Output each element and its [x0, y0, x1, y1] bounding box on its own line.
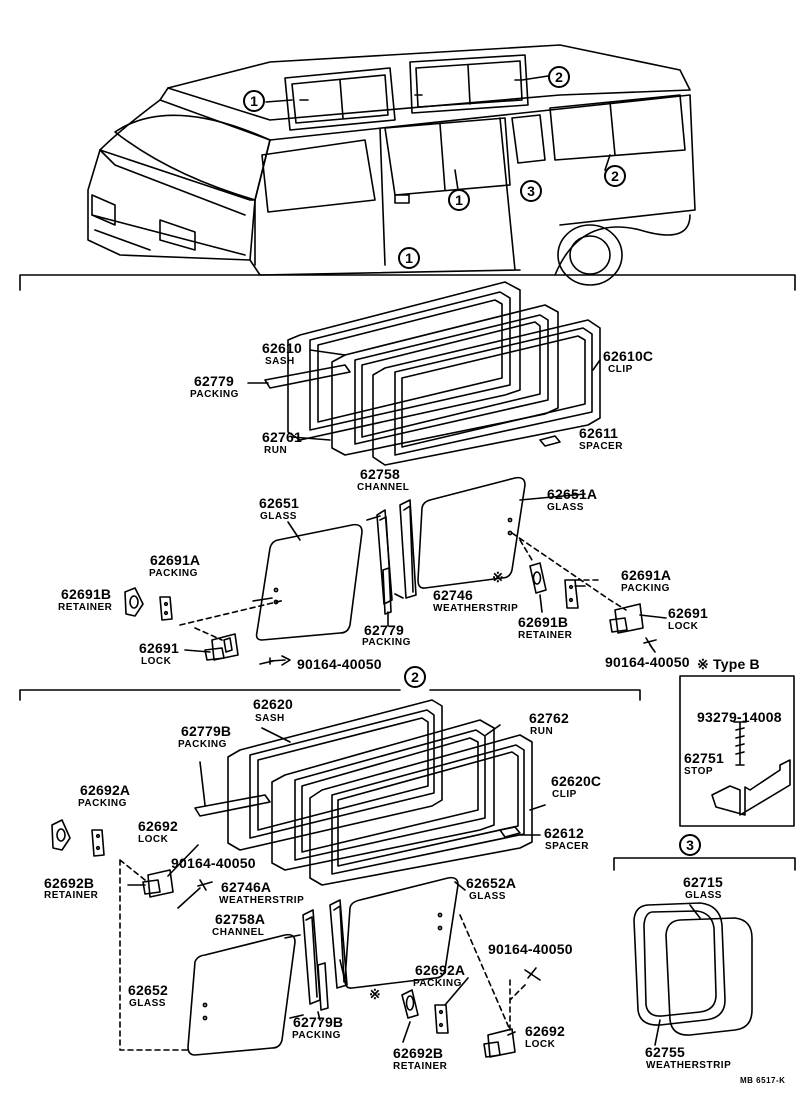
van-illustration	[87, 44, 696, 286]
part-name: SASH	[265, 356, 295, 367]
part-name: LOCK	[525, 1039, 556, 1050]
part-number: 62779B	[293, 1014, 344, 1030]
part-name: GLASS	[129, 998, 166, 1009]
part-number: 62691	[668, 605, 708, 621]
type-b-label: ※ Type B	[697, 656, 760, 672]
part-name: RUN	[264, 445, 288, 456]
callout-1: 1	[448, 189, 470, 211]
callout-3: 3	[520, 180, 542, 202]
section-frame-3	[613, 857, 796, 871]
part-name: CHANNEL	[212, 927, 265, 938]
part-number: 62691	[139, 640, 179, 656]
part-number: 62652	[128, 982, 168, 998]
part-number: 62611	[579, 425, 619, 441]
part-name: RETAINER	[518, 630, 573, 641]
part-number: 90164-40050	[297, 656, 382, 672]
part-number: 62620C	[551, 773, 602, 789]
part-name: LOCK	[668, 621, 699, 632]
part-number: 62746	[433, 587, 473, 603]
part-name: PACKING	[178, 739, 227, 750]
part-number: 62691A	[150, 552, 201, 568]
part-number: 62691B	[61, 586, 112, 602]
part-name: WEATHERSTRIP	[646, 1060, 732, 1071]
part-number: 62692	[138, 818, 178, 834]
part-name: WEATHERSTRIP	[219, 895, 305, 906]
part-number: 62651	[259, 495, 299, 511]
part-number: 62779	[194, 373, 234, 389]
type-b-box	[679, 675, 795, 827]
part-number: 62692	[525, 1023, 565, 1039]
part-name: PACKING	[149, 568, 198, 579]
section-1-glass-parts	[124, 476, 667, 666]
drawing-code: MB 6517-K	[740, 1076, 786, 1085]
part-number: 62761	[262, 429, 302, 445]
part-name: CLIP	[552, 789, 577, 800]
part-number: 62692B	[393, 1045, 444, 1061]
part-name: PACKING	[413, 978, 462, 989]
section-frame-2	[19, 689, 641, 701]
part-number: 93279-14008	[697, 709, 782, 725]
part-name: PACKING	[190, 389, 239, 400]
part-name: PACKING	[362, 637, 411, 648]
part-name: LOCK	[138, 834, 169, 845]
part-number: 62691A	[621, 567, 672, 583]
part-name: RETAINER	[58, 602, 113, 613]
part-name: PACKING	[621, 583, 670, 594]
part-number: 62651A	[547, 486, 598, 502]
part-number: 62758	[360, 466, 400, 482]
part-number: 62692A	[80, 782, 131, 798]
callout-2: 2	[548, 66, 570, 88]
part-name: LOCK	[141, 656, 172, 667]
section-2-sash-frames	[194, 699, 546, 886]
part-name: SASH	[255, 713, 285, 724]
part-number: 62779B	[181, 723, 232, 739]
part-number: 62746A	[221, 879, 272, 895]
part-number: 62610C	[603, 348, 654, 364]
section-1-sash-frames	[247, 281, 601, 466]
part-name: GLASS	[547, 502, 584, 513]
asterisk-mark: ※	[369, 986, 381, 1002]
part-name: CHANNEL	[357, 482, 410, 493]
part-number: 62610	[262, 340, 302, 356]
callout-1: 1	[243, 90, 265, 112]
part-number: 62755	[645, 1044, 685, 1060]
part-number: 62762	[529, 710, 569, 726]
section-3-marker: 3	[679, 834, 701, 856]
part-name: RUN	[530, 726, 554, 737]
section-3-window	[633, 902, 753, 1046]
part-number: 62692A	[415, 962, 466, 978]
part-number: 62652A	[466, 875, 517, 891]
part-name: PACKING	[78, 798, 127, 809]
part-name: CLIP	[608, 364, 633, 375]
part-name: SPACER	[579, 441, 623, 452]
section-frame-1	[19, 274, 796, 291]
part-name: GLASS	[260, 511, 297, 522]
part-number: 62758A	[215, 911, 266, 927]
part-number: 62692B	[44, 875, 95, 891]
section-2-glass-parts	[51, 819, 541, 1058]
part-name: RETAINER	[393, 1061, 448, 1072]
part-number: 90164-40050	[605, 654, 690, 670]
part-name: STOP	[684, 766, 714, 777]
part-number: 90164-40050	[488, 941, 573, 957]
part-name: RETAINER	[44, 890, 99, 901]
part-number: 62612	[544, 825, 584, 841]
section-2-marker: 2	[404, 666, 426, 688]
part-number: 62751	[684, 750, 724, 766]
part-number: 62620	[253, 696, 293, 712]
part-number: 90164-40050	[171, 855, 256, 871]
part-name: GLASS	[469, 891, 506, 902]
part-number: 62779	[364, 622, 404, 638]
part-number: 62715	[683, 874, 723, 890]
part-name: PACKING	[292, 1030, 341, 1041]
part-name: WEATHERSTRIP	[433, 603, 519, 614]
callout-2: 2	[604, 165, 626, 187]
part-name: GLASS	[685, 890, 722, 901]
asterisk-mark: ※	[492, 569, 504, 585]
part-name: SPACER	[545, 841, 589, 852]
part-number: 62691B	[518, 614, 569, 630]
callout-1: 1	[398, 247, 420, 269]
